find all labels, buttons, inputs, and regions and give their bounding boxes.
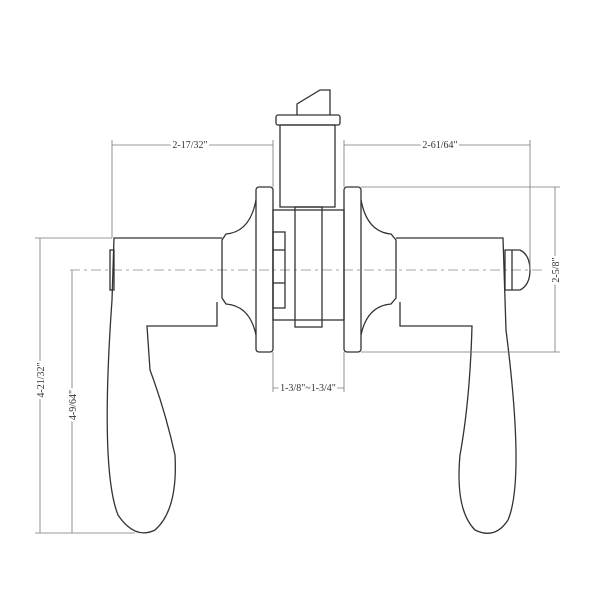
dim-label: 1-3/8"~1-3/4" [280, 383, 336, 394]
dim-label: 4-9/64" [68, 390, 79, 420]
right-lever [360, 199, 531, 534]
left-rose [255, 186, 274, 353]
dim-center-to-bottom: 4-9/64" [66, 270, 82, 533]
dim-rose-diameter: 2-5/8" [361, 186, 565, 353]
key-cylinder [275, 89, 341, 208]
dim-label: 2-61/64" [422, 140, 457, 151]
dim-overall-height: 4-21/32" [34, 237, 135, 534]
dim-left-projection: 2-17/32" [111, 138, 274, 238]
dim-label: 2-5/8" [551, 257, 562, 282]
left-lever [106, 199, 257, 534]
latch-body [272, 206, 345, 328]
dim-label: 4-21/32" [36, 362, 47, 397]
dim-right-projection: 2-61/64" [343, 138, 531, 270]
right-rose [343, 186, 362, 353]
dim-label: 2-17/32" [172, 140, 207, 151]
dim-door-thickness: 1-3/8"~1-3/4" [272, 352, 345, 397]
